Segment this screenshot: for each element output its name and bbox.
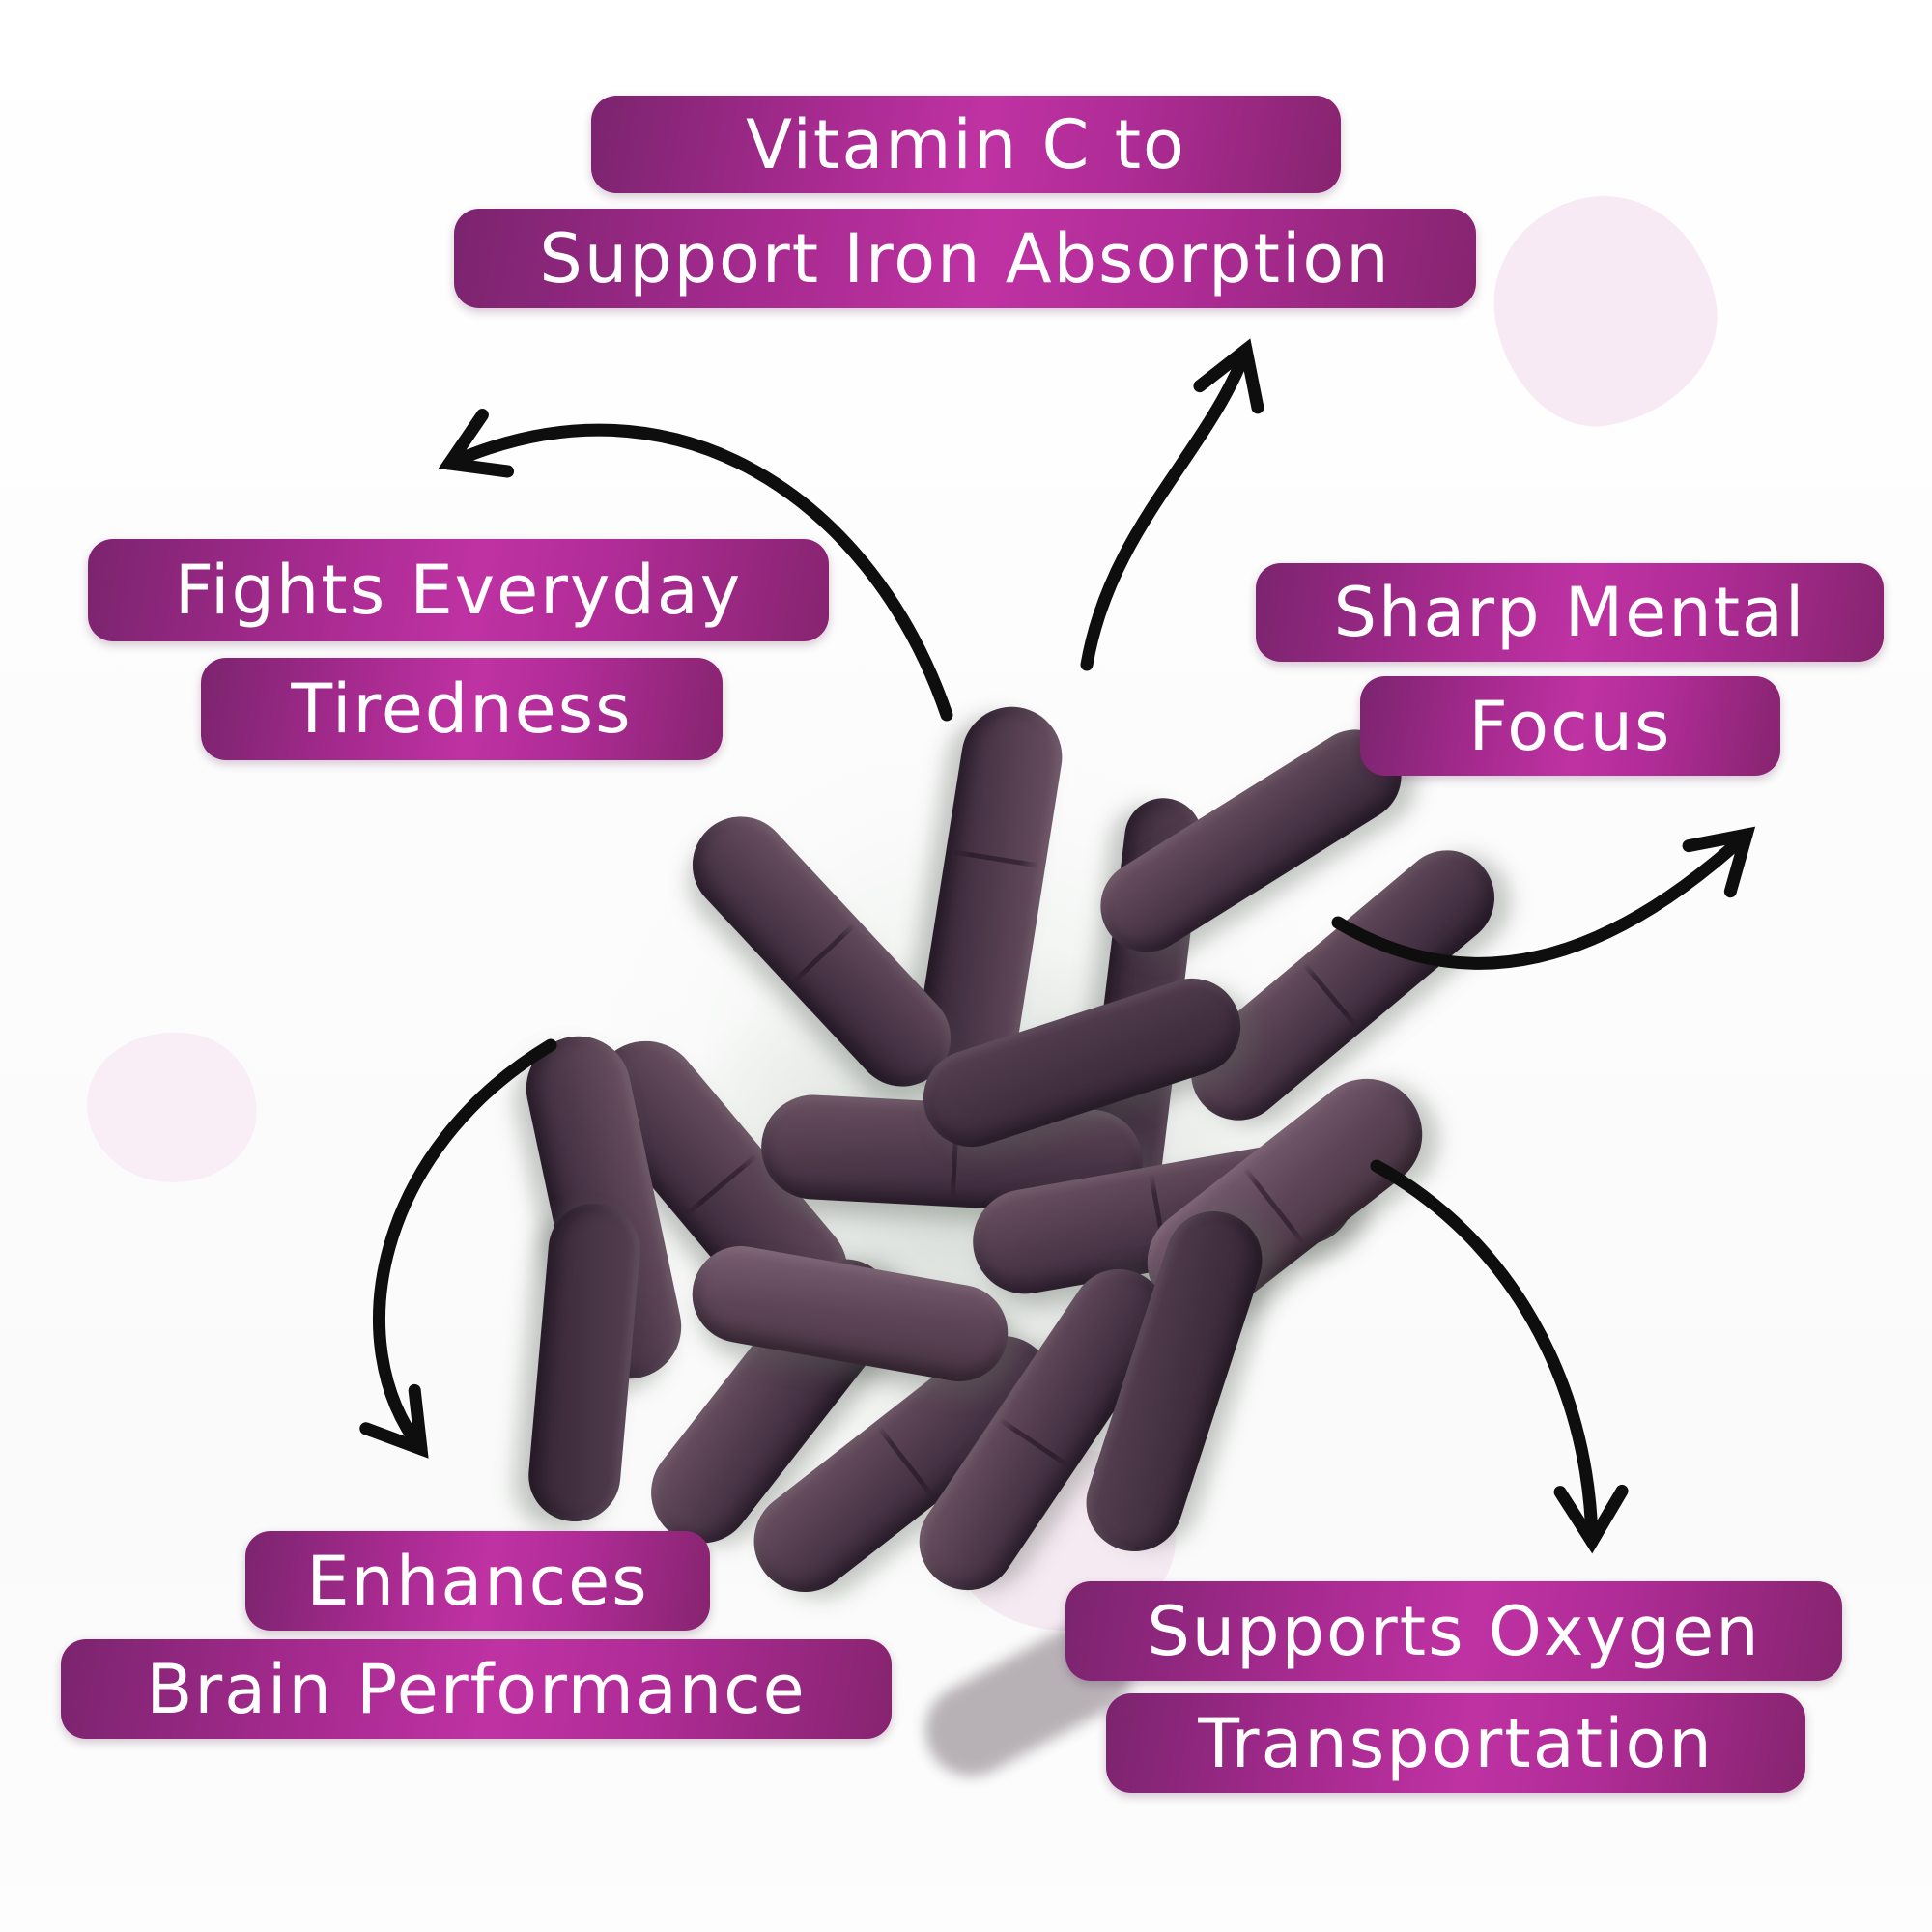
callout-brain-line2: Brain Performance	[61, 1639, 892, 1739]
arrow-to-tiredness-callout	[438, 409, 953, 722]
callout-oxygen-line1: Supports Oxygen	[1065, 1581, 1842, 1681]
arrow-to-iron-callout	[1080, 338, 1264, 671]
callout-focus-line1: Sharp Mental	[1256, 563, 1884, 662]
callout-tiredness-line1: Fights Everyday	[88, 539, 829, 641]
callout-oxygen-line2: Transportation	[1106, 1693, 1805, 1793]
callout-brain-line1: Enhances	[245, 1531, 710, 1631]
callout-focus-line2: Focus	[1360, 676, 1780, 776]
arrow-to-brain-callout	[359, 1038, 557, 1459]
callout-iron-line2: Support Iron Absorption	[454, 209, 1476, 308]
callout-tiredness-line2: Tiredness	[201, 658, 723, 760]
arrow-to-focus-callout	[1331, 826, 1756, 970]
callout-iron-line1: Vitamin C to	[591, 96, 1341, 193]
arrow-to-oxygen-callout	[1370, 1159, 1629, 1554]
